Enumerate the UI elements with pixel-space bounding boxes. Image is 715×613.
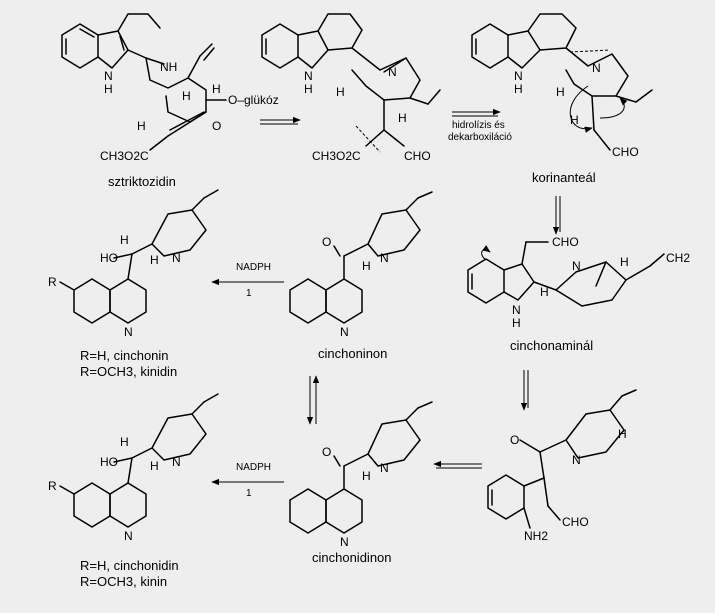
aldehyde-ester-n4: N — [388, 65, 397, 79]
arrow-cinchonaminal-to-ketoaldehyde — [520, 370, 529, 411]
cinchonine-h: H — [120, 233, 129, 247]
strictosidine-indole-h: H — [104, 82, 113, 96]
nadph-top-num: 1 — [246, 288, 252, 299]
corynantheal-indole-n: N — [514, 69, 523, 83]
cinchonine-n: N — [172, 251, 181, 265]
corynantheal-h1: H — [556, 85, 565, 99]
hydrolysis-label-2: dekarboxiláció — [448, 132, 512, 143]
cinchonidine-n: N — [172, 455, 181, 469]
cinchoninone-quinoline-n: N — [340, 325, 349, 339]
cinchonidinone-o: O — [322, 445, 331, 459]
keto-aldehyde-h: H — [618, 427, 627, 441]
cinchonidine-ho: HO — [100, 455, 118, 469]
strictosidine-structure: N H NH H H H O–glükóz O CH3O2C sztriktoz… — [61, 13, 279, 189]
cinchoninone-h: H — [362, 259, 371, 273]
aldehyde-ester-ester: CH3O2C — [312, 149, 361, 163]
nadph-bottom-num: 1 — [246, 488, 252, 499]
corynantheal-h2: H — [570, 113, 579, 127]
arrow-hydrolysis: hidrolízis és dekarboxiláció — [448, 108, 512, 143]
corynantheal-structure: N H N H H CHO korinanteál — [471, 13, 653, 185]
cinchonaminal-indole-h: H — [512, 316, 521, 330]
cinchoninone-n: N — [380, 251, 389, 265]
corynantheal-indole-h: H — [514, 82, 523, 96]
equilibrium-arrows — [306, 375, 320, 425]
hydrolysis-label-1: hidrolízis és — [452, 120, 505, 131]
strictosidine-indole-n: N — [104, 69, 113, 83]
arrow-nadph-bottom: NADPH 1 — [211, 462, 284, 499]
keto-aldehyde-o: O — [510, 433, 519, 447]
corynantheal-n4: N — [592, 61, 601, 75]
corynantheal-name: korinanteál — [532, 170, 596, 185]
keto-aldehyde-nh2: NH2 — [524, 529, 548, 543]
cinchonine-caption-2: R=OCH3, kinidin — [80, 364, 177, 379]
strictosidine-h3: H — [212, 82, 221, 96]
keto-aldehyde-structure: O N H CHO NH2 — [487, 389, 637, 543]
cinchonidine-caption-1: R=H, cinchonidin — [80, 558, 179, 573]
aldehyde-ester-indole-h: H — [304, 82, 313, 96]
cinchonidine-h: H — [120, 435, 129, 449]
cinchonine-structure: R HO H H N N R=H, cinchonin R=OCH3, kini… — [48, 189, 219, 379]
aldehyde-ester-cho: CHO — [404, 149, 431, 163]
aldehyde-ester-h2: H — [398, 111, 407, 125]
aldehyde-ester-indole-n: N — [304, 69, 313, 83]
arrow-ketoaldehyde-to-cinchonidinone — [433, 460, 482, 469]
cinchonidine-quinoline-n: N — [124, 529, 133, 543]
cinchonidinone-name: cinchonidinon — [312, 550, 392, 565]
cinchonidine-caption-2: R=OCH3, kinin — [80, 574, 167, 589]
strictosidine-glucoside: O–glükóz — [228, 93, 279, 107]
nadph-bottom-label: NADPH — [236, 462, 271, 473]
cinchonine-caption-1: R=H, cinchonin — [80, 348, 169, 363]
aldehyde-ester-h1: H — [336, 85, 345, 99]
strictosidine-ring-o: O — [212, 119, 221, 133]
keto-aldehyde-n: N — [572, 453, 581, 467]
strictosidine-h1: H — [137, 119, 146, 133]
strictosidine-nh: NH — [160, 60, 177, 74]
cinchoninone-name: cinchoninon — [318, 346, 387, 361]
strictosidine-h2: H — [182, 89, 191, 103]
cinchonaminal-h1: H — [540, 285, 549, 299]
strictosidine-ester: CH3O2C — [100, 149, 149, 163]
keto-aldehyde-cho: CHO — [562, 515, 589, 529]
aldehyde-ester-structure: N H N H H CH3O2C CHO — [261, 13, 441, 163]
arrow-corynantheal-to-cinchonaminal — [552, 196, 561, 235]
cinchonidine-structure: R HO H H N N R=H, cinchonidin R=OCH3, ki… — [48, 393, 219, 589]
cinchonaminal-indole-n: N — [512, 303, 521, 317]
cinchonaminal-cho: CHO — [552, 235, 579, 249]
cinchonaminal-vinyl: CH2 — [666, 251, 690, 265]
arrow-strictosidine-to-aldehyde — [260, 116, 301, 125]
cinchonidinone-quinoline-n: N — [340, 535, 349, 549]
cinchonidine-h2: H — [150, 459, 159, 473]
cinchonidinone-structure: O N H N cinchonidinon — [289, 401, 433, 565]
cinchonaminal-name: cinchonaminál — [510, 338, 593, 353]
arrow-nadph-top: NADPH 1 — [211, 262, 284, 299]
cinchoninone-structure: O N H N cinchoninon — [289, 191, 433, 361]
cinchonine-h2: H — [150, 253, 159, 267]
cinchonidine-r: R — [48, 479, 57, 493]
cinchonidinone-h: H — [362, 469, 371, 483]
cinchonaminal-h2: H — [620, 255, 629, 269]
cinchonine-ho: HO — [100, 251, 118, 265]
cinchonine-r: R — [48, 275, 57, 289]
cinchonaminal-n: N — [572, 259, 581, 273]
cinchonidinone-n: N — [380, 461, 389, 475]
strictosidine-name: sztriktozidin — [108, 174, 176, 189]
corynantheal-cho: CHO — [612, 145, 639, 159]
cinchoninone-o: O — [322, 235, 331, 249]
cinchonaminal-structure: N H N H H CHO CH2 cinchonaminál — [467, 235, 690, 353]
nadph-top-label: NADPH — [236, 262, 271, 273]
cinchonine-quinoline-n: N — [124, 325, 133, 339]
